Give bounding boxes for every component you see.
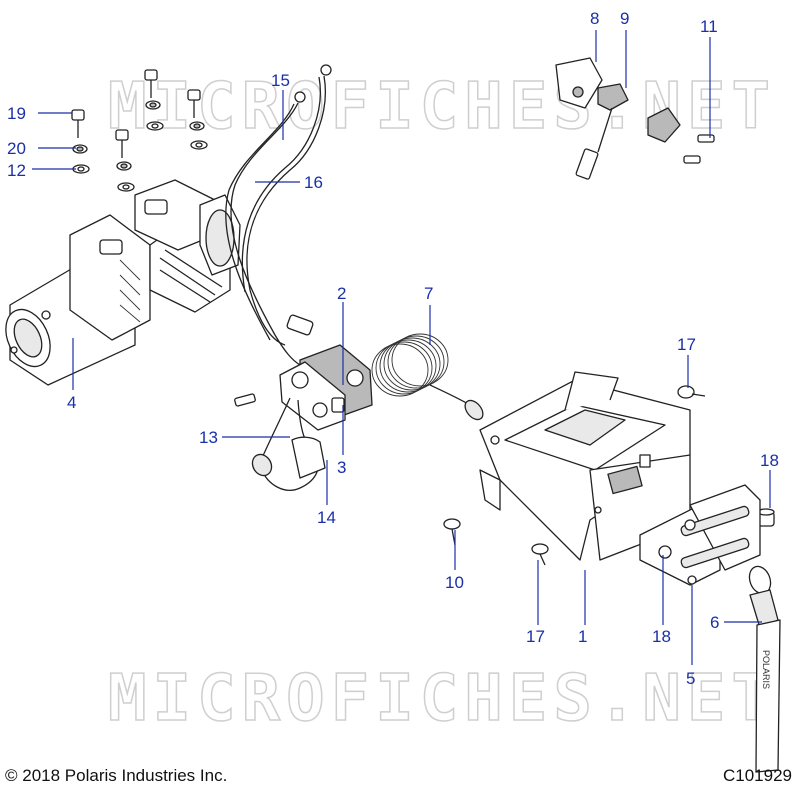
- plate-hardware: [443, 385, 775, 566]
- callout-numbers: 1 2 3 4 5 6 7 8 9 10 11 12 13 14 15 16 1…: [7, 9, 779, 688]
- callout-7: 7: [424, 284, 433, 303]
- copyright-text: © 2018 Polaris Industries Inc.: [5, 766, 228, 785]
- callout-14: 14: [317, 508, 336, 527]
- callout-6: 6: [710, 613, 719, 632]
- winch-part: [5, 179, 241, 386]
- callout-5: 5: [686, 669, 695, 688]
- callout-19: 19: [7, 104, 26, 123]
- watermark-bottom: MICROFICHES.NET: [108, 662, 776, 736]
- callout-leaders: [32, 30, 771, 665]
- callout-9: 9: [620, 9, 629, 28]
- callout-10: 10: [445, 573, 464, 592]
- figure-id: C101929: [722, 766, 792, 785]
- callout-4: 4: [67, 393, 76, 412]
- callout-3: 3: [337, 458, 346, 477]
- callout-8: 8: [590, 9, 599, 28]
- watermark-top: MICROFICHES.NET: [108, 70, 776, 144]
- roller-fairlead: [639, 484, 761, 586]
- winch-mounting-hardware: [71, 69, 208, 192]
- hook-and-strap: POLARIS: [748, 565, 781, 773]
- callout-17-lower: 17: [526, 627, 545, 646]
- winch-power-cables: [225, 64, 332, 366]
- contactor-assembly: [234, 314, 373, 491]
- callout-1: 1: [578, 627, 587, 646]
- callout-15: 15: [271, 71, 290, 90]
- callout-17-upper: 17: [677, 335, 696, 354]
- callout-2: 2: [337, 284, 346, 303]
- callout-12: 12: [7, 161, 26, 180]
- callout-18-right: 18: [760, 451, 779, 470]
- switch-assembly: [555, 57, 715, 180]
- callout-11: 11: [700, 17, 718, 36]
- callout-13: 13: [199, 428, 218, 447]
- remote-cable-coil: [371, 333, 484, 421]
- callout-20: 20: [7, 139, 26, 158]
- callout-18-lower: 18: [652, 627, 671, 646]
- callout-16: 16: [304, 173, 323, 192]
- strap-lettering: POLARIS: [761, 650, 771, 689]
